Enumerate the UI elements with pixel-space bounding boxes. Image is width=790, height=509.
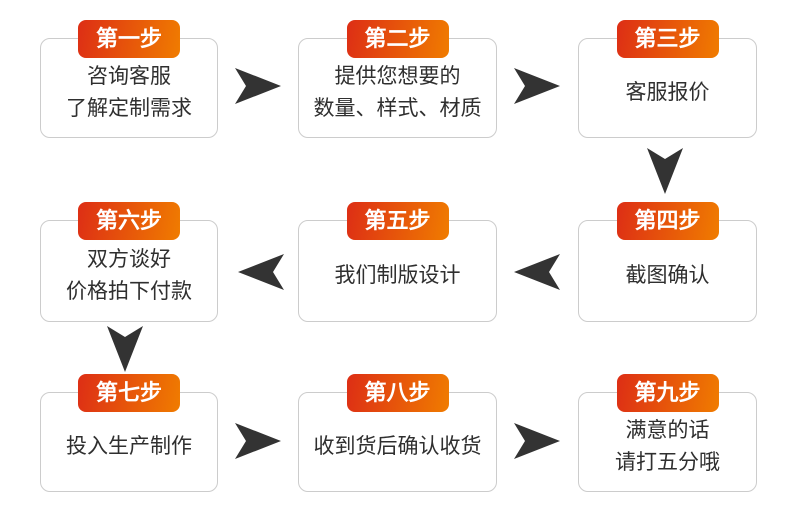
step-badge-7: 第七步	[77, 374, 181, 412]
arrow-down-icon	[107, 326, 143, 372]
step-badge-3: 第三步	[616, 20, 719, 58]
step-text-3: 客服报价	[625, 81, 710, 104]
step-badge-5: 第五步	[346, 202, 449, 240]
step-text-6: 双方谈好 价格拍下付款	[66, 248, 192, 303]
step-text-4: 截图确认	[625, 264, 710, 287]
step-text-5: 我们制版设计	[334, 264, 461, 287]
step-card-3: 第三步 客服报价	[578, 20, 757, 138]
step-card-4: 第四步 截图确认	[578, 202, 757, 322]
arrow-down-icon	[647, 148, 683, 194]
step-text-9: 满意的话 请打五分哦	[615, 419, 720, 474]
step-badge-9: 第九步	[616, 374, 719, 412]
arrow-right-icon	[235, 423, 281, 459]
step-card-8: 第八步 收到货后确认收货	[298, 374, 497, 492]
arrow-right-icon	[514, 68, 560, 104]
step-card-9: 第九步 满意的话 请打五分哦	[578, 374, 757, 492]
step-text-2: 提供您想要的 数量、样式、材质	[313, 65, 482, 120]
arrow-right-icon	[514, 423, 560, 459]
arrow-left-icon	[238, 254, 284, 290]
step-badge-8: 第八步	[346, 374, 449, 412]
step-card-6: 第六步 双方谈好 价格拍下付款	[40, 202, 218, 322]
step-badge-4: 第四步	[616, 202, 719, 240]
step-badge-2: 第二步	[346, 20, 449, 58]
arrow-left-icon	[514, 254, 560, 290]
step-text-1: 咨询客服 了解定制需求	[66, 65, 192, 120]
step-text-7: 投入生产制作	[66, 435, 192, 458]
step-card-5: 第五步 我们制版设计	[298, 202, 497, 322]
step-text-8: 收到货后确认收货	[313, 435, 482, 458]
step-card-7: 第七步 投入生产制作	[40, 374, 218, 492]
arrow-right-icon	[235, 68, 281, 104]
step-badge-6: 第六步	[77, 202, 181, 240]
step-card-1: 第一步 咨询客服 了解定制需求	[40, 20, 218, 138]
step-badge-1: 第一步	[77, 20, 181, 58]
step-card-2: 第二步 提供您想要的 数量、样式、材质	[298, 20, 497, 138]
